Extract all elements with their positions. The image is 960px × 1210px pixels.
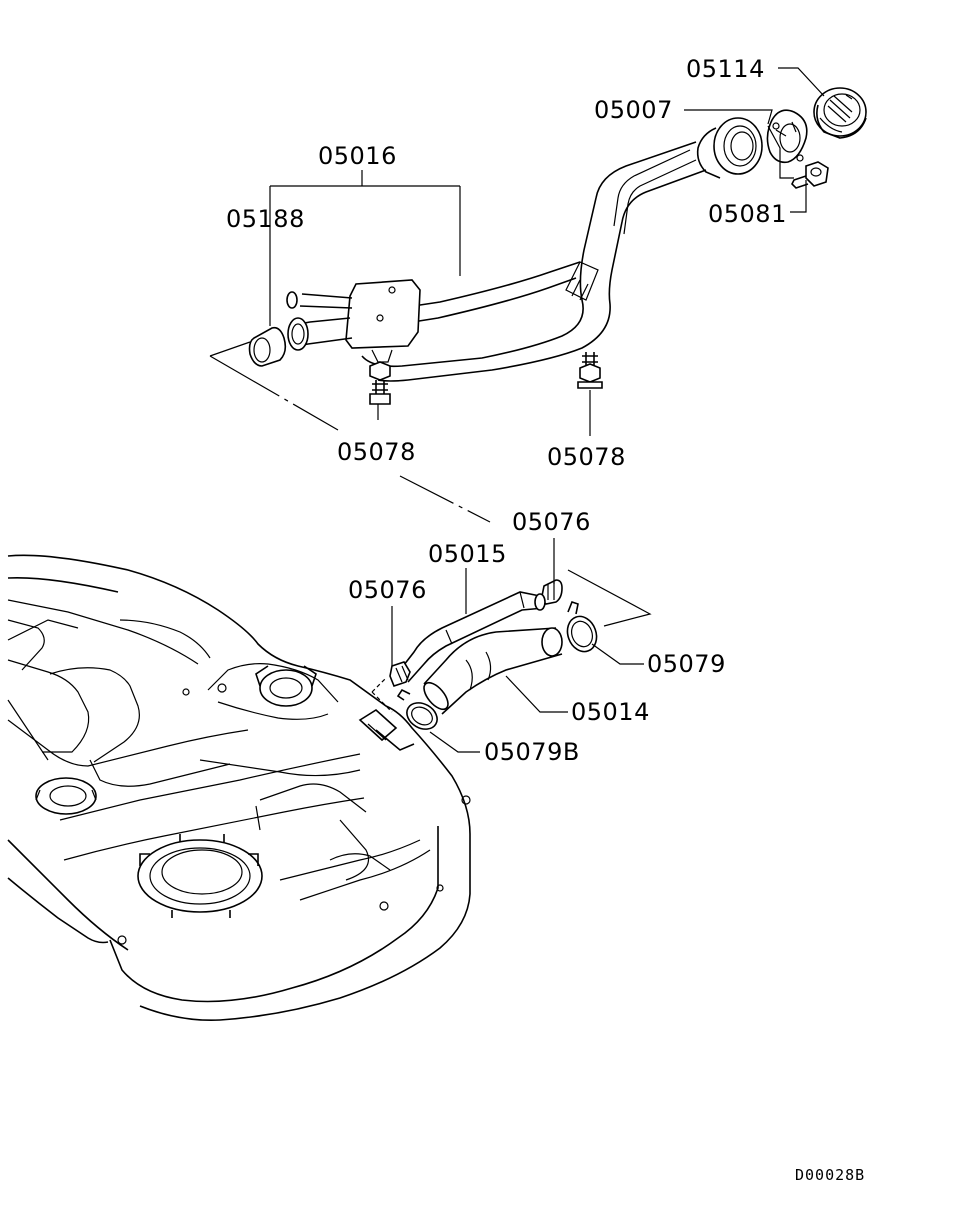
bolt-05081 [791,161,829,189]
label-05016: 05016 [318,142,397,170]
label-05188: 05188 [226,205,305,233]
label-05078-right: 05078 [547,443,626,471]
bolt-05078-right [577,352,603,389]
label-05079B: 05079B [484,738,580,766]
clamp-05076-left [389,661,411,687]
label-05114: 05114 [686,55,765,83]
clamp-05079B [396,688,438,730]
label-05076-right: 05076 [512,508,591,536]
label-05079: 05079 [647,650,726,678]
filler-neck-tube [286,117,763,382]
fuel-cap [813,87,867,139]
leader-lines [209,67,825,753]
label-05015: 05015 [428,540,507,568]
label-05078-left: 05078 [337,438,416,466]
filler-gasket [766,109,808,164]
drawing-code: D00028B [795,1166,865,1184]
label-05081: 05081 [708,200,787,228]
label-05007: 05007 [594,96,673,124]
bolt-05078-left [369,361,391,405]
label-05076-left: 05076 [348,576,427,604]
clamp-05079 [566,601,598,653]
fuel-tank [7,554,471,1022]
breather-hose-05015 [399,591,546,683]
hose-joint-05188 [248,326,287,367]
filler-hose-05014 [423,627,563,715]
label-05014: 05014 [571,698,650,726]
